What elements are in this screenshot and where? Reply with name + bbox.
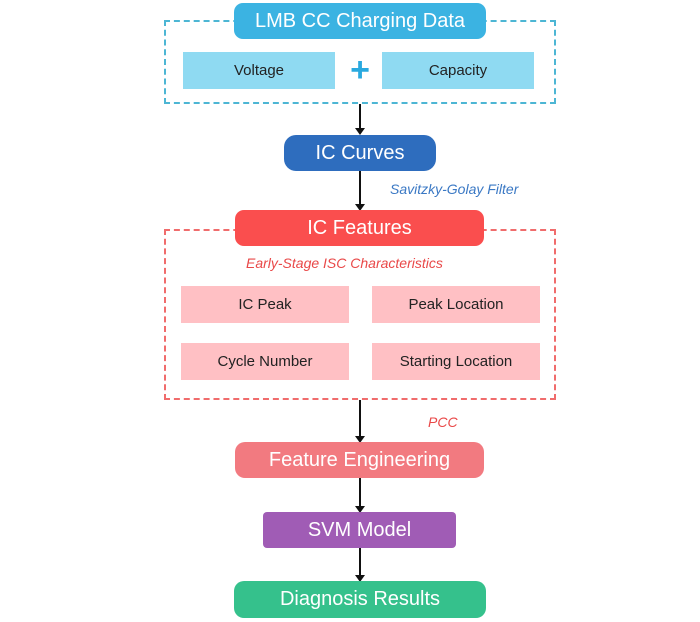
charging-data-title: LMB CC Charging Data <box>234 3 486 39</box>
arrow-head <box>355 575 365 582</box>
arrow-head <box>355 204 365 211</box>
arrow-line <box>359 104 361 128</box>
ic-features-title: IC Features <box>235 210 484 246</box>
savitzky-golay-label: Savitzky-Golay Filter <box>390 181 519 197</box>
arrow-line <box>359 171 361 204</box>
voltage-box: Voltage <box>183 52 335 89</box>
arrow-line <box>359 478 361 506</box>
arrow-line <box>359 548 361 575</box>
arrow-head <box>355 436 365 443</box>
feature-starting-location: Starting Location <box>372 343 540 380</box>
feature-ic-peak: IC Peak <box>181 286 349 323</box>
pcc-label: PCC <box>428 414 458 430</box>
arrow-head <box>355 506 365 513</box>
arrow-line <box>359 400 361 436</box>
capacity-box: Capacity <box>382 52 534 89</box>
svm-model-box: SVM Model <box>263 512 456 548</box>
ic-curves-box: IC Curves <box>284 135 436 171</box>
arrow-head <box>355 128 365 135</box>
feature-cycle-number: Cycle Number <box>181 343 349 380</box>
feature-peak-location: Peak Location <box>372 286 540 323</box>
feature-engineering-box: Feature Engineering <box>235 442 484 478</box>
early-stage-isc-label: Early-Stage ISC Characteristics <box>246 255 443 271</box>
diagnosis-results-box: Diagnosis Results <box>234 581 486 618</box>
plus-icon: + <box>350 50 370 89</box>
